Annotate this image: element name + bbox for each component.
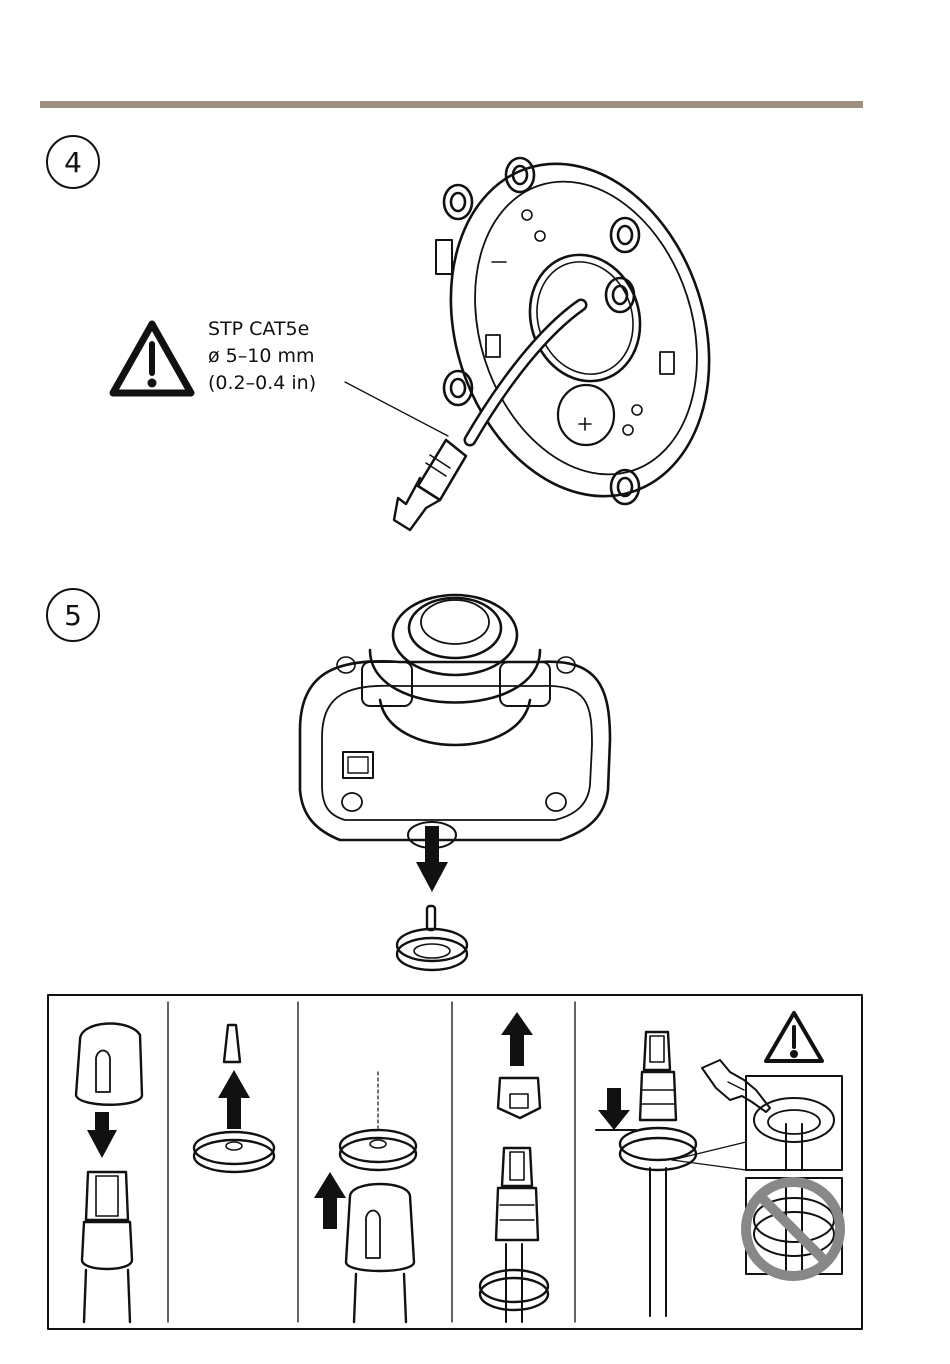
dome-camera [300, 595, 610, 848]
warning-icon [113, 324, 191, 393]
network-cable [394, 305, 581, 530]
callout-leader-line [345, 382, 448, 436]
panel-1-boot-over-connector [76, 1024, 142, 1322]
mounting-bracket [410, 130, 751, 530]
panel-4-remove-boot [480, 1012, 548, 1322]
warning-icon [766, 1013, 822, 1061]
panel-3-grommet-onto-boot [314, 1072, 416, 1322]
prohibited-icon [746, 1182, 840, 1276]
panel-2-remove-plug [194, 1025, 274, 1172]
instruction-panel-frame [48, 995, 862, 1329]
down-arrow-icon [416, 826, 448, 892]
pointing-hand-icon [702, 1060, 770, 1112]
cable-grommet [397, 906, 467, 970]
